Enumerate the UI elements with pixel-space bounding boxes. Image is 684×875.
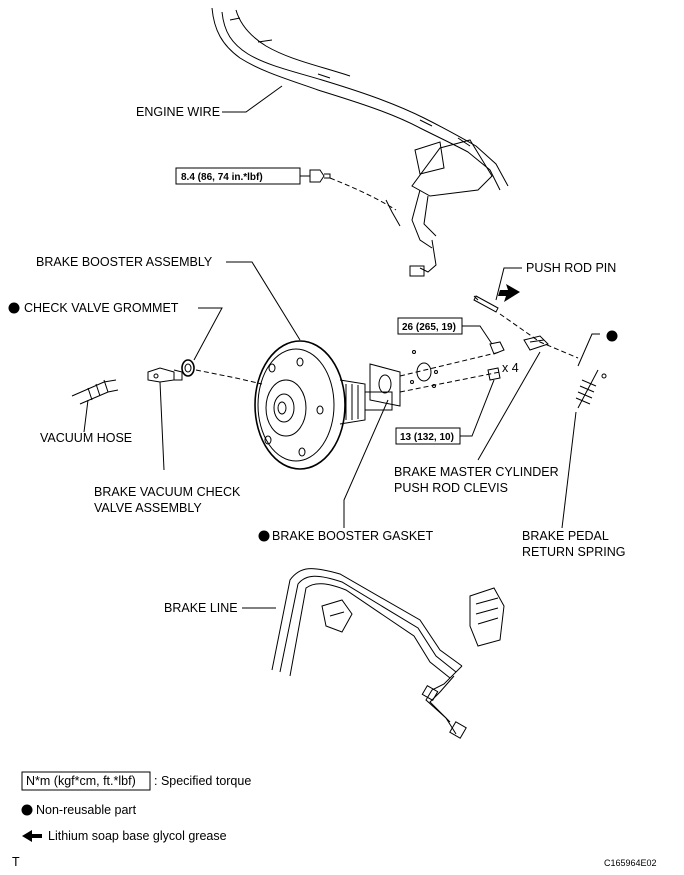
vacuum-hose-label: VACUUM HOSE	[40, 431, 132, 445]
legend-torque-box	[21, 771, 151, 791]
push-rod-pin-leader	[495, 267, 522, 301]
legend-grease-arrow-icon	[22, 830, 42, 842]
torque-clevis-nut: 26 (265, 19)	[402, 322, 456, 333]
brake-booster-gasket	[369, 363, 401, 407]
non-reusable-dot-spring	[606, 330, 618, 342]
torque-bracket-bolt: 8.4 (86, 74 in.*lbf)	[181, 172, 263, 183]
figure-code: C165964E02	[604, 858, 657, 868]
spring-leader	[561, 411, 577, 529]
brake-line-clip-right	[469, 587, 505, 647]
check-valve-grommet	[181, 359, 195, 377]
vacuum-hose-leader	[83, 399, 89, 433]
booster-stud-nut	[487, 367, 501, 381]
non-reusable-dot-gasket	[258, 530, 270, 542]
vacuum-hose	[71, 379, 119, 405]
clevis-leader	[477, 351, 541, 461]
legend-torque-box-text: N*m (kgf*cm, ft.*lbf)	[26, 774, 136, 788]
legend-non-reusable-dot-icon	[21, 804, 33, 816]
legend-torque-desc: : Specified torque	[154, 774, 251, 788]
grommet-leader	[193, 307, 223, 361]
brake-line-label: BRAKE LINE	[164, 601, 238, 615]
torque-booster-nuts: 13 (132, 10)	[400, 432, 454, 443]
master-cyl-clevis-label-line1: BRAKE MASTER CYLINDER	[394, 465, 559, 479]
engine-wire-harness	[211, 7, 509, 277]
engine-wire-leader	[222, 85, 283, 113]
master-cyl-clevis-label-line2: PUSH ROD CLEVIS	[394, 481, 508, 495]
check-valve-grommet-label: CHECK VALVE GROMMET	[24, 301, 179, 315]
brake-line-fitting-bottom	[449, 721, 467, 739]
times-four-label: x 4	[502, 361, 519, 375]
grommet-dash	[195, 369, 263, 385]
push-rod-clevis	[523, 335, 549, 351]
brake-vacuum-check-valve	[147, 367, 183, 383]
check-valve-label-line2: VALVE ASSEMBLY	[94, 501, 202, 515]
non-reusable-dot-grommet	[8, 302, 20, 314]
engine-wire-label: ENGINE WIRE	[136, 105, 220, 119]
push-rod-pin-dash	[499, 313, 579, 359]
push-rod-pin	[473, 295, 499, 313]
check-valve-label-line1: BRAKE VACUUM CHECK	[94, 485, 241, 499]
brake-line-fitting-top	[421, 684, 439, 702]
legend-grease: Lithium soap base glycol grease	[48, 829, 227, 843]
clevis-nut	[489, 341, 505, 355]
legend-non-reusable: Non-reusable part	[36, 803, 137, 817]
booster-stud-dash-bottom	[399, 371, 501, 393]
brake-booster-leader	[226, 261, 301, 341]
brake-booster-assembly-label: BRAKE BOOSTER ASSEMBLY	[36, 255, 213, 269]
pedal-spring-label-line2: RETURN SPRING	[522, 545, 625, 559]
footer-left-mark: T	[12, 855, 20, 869]
brake-line-clip-left	[321, 599, 353, 633]
grease-arrow-icon	[498, 284, 520, 302]
bracket-bolt-dash	[329, 177, 397, 211]
brake-booster	[254, 340, 393, 470]
push-rod-pin-label: PUSH ROD PIN	[526, 261, 616, 275]
check-valve-leader	[159, 381, 165, 471]
gasket-leader	[343, 399, 389, 528]
brake-line-pipes	[271, 568, 463, 735]
brake-booster-gasket-label: BRAKE BOOSTER GASKET	[272, 529, 434, 543]
pedal-spring-label-line1: BRAKE PEDAL	[522, 529, 609, 543]
booster-stud-dash-top	[399, 351, 501, 377]
brake-pedal-return-spring	[575, 369, 599, 409]
bracket-bolt	[309, 169, 331, 183]
